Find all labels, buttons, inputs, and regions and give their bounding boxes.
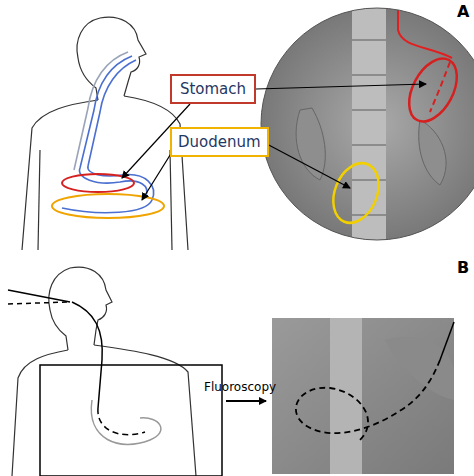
label-box: Stomach xyxy=(170,74,256,104)
spine xyxy=(352,6,386,242)
box-label: Duodenum xyxy=(178,133,261,151)
esophagus-line xyxy=(74,52,128,170)
esophagus-line xyxy=(62,60,154,213)
tube-line xyxy=(98,408,145,435)
tube-line xyxy=(398,6,452,58)
organ-shadow xyxy=(385,337,454,400)
tube-line xyxy=(8,290,70,302)
tube-line xyxy=(72,302,102,408)
flow-arrow xyxy=(226,400,266,402)
vertebra-line xyxy=(352,214,386,216)
face-profile xyxy=(70,267,112,345)
vertebrae xyxy=(352,40,386,215)
organ-shadow xyxy=(296,108,325,180)
duodenum-outline xyxy=(91,400,161,444)
vertebra-line xyxy=(352,109,386,111)
organ-shadow xyxy=(419,120,446,185)
leader-arrow xyxy=(265,143,350,188)
tube-line xyxy=(296,360,440,440)
head-back xyxy=(49,268,70,350)
leader-arrow xyxy=(142,152,172,200)
label-box: Duodenum xyxy=(170,127,269,157)
panel-letter: B xyxy=(457,258,469,277)
head-back xyxy=(77,18,100,100)
tube-line xyxy=(430,62,450,112)
vertebra-line xyxy=(352,144,386,146)
fluoroscopy-frame xyxy=(261,8,474,240)
leader-arrow xyxy=(256,84,426,89)
vertebra-line xyxy=(352,179,386,181)
box-label: Stomach xyxy=(180,80,246,98)
leader-arrows xyxy=(122,84,426,200)
panel-letter: A xyxy=(457,2,469,21)
feeding-tube xyxy=(8,290,161,444)
region-frame xyxy=(40,365,222,476)
arm-line xyxy=(170,150,172,250)
duodenum-marker xyxy=(52,194,164,218)
xray-background xyxy=(260,6,474,242)
vertebra-line xyxy=(352,74,386,76)
arm-line xyxy=(38,150,40,250)
vertebra-line xyxy=(352,39,386,41)
fluoroscopy-image xyxy=(272,318,454,474)
tube-line xyxy=(440,322,454,360)
face-profile xyxy=(100,17,146,96)
duodenum-marker xyxy=(325,156,387,229)
arrow-label: Fluoroscopy xyxy=(204,380,276,394)
tube-line xyxy=(8,302,68,304)
spine xyxy=(330,318,362,474)
torso-right xyxy=(124,96,188,250)
stomach-marker xyxy=(399,51,466,130)
fluoroscopy-image xyxy=(260,6,474,242)
esophagus-tube xyxy=(62,52,154,213)
xray-background xyxy=(272,318,454,474)
